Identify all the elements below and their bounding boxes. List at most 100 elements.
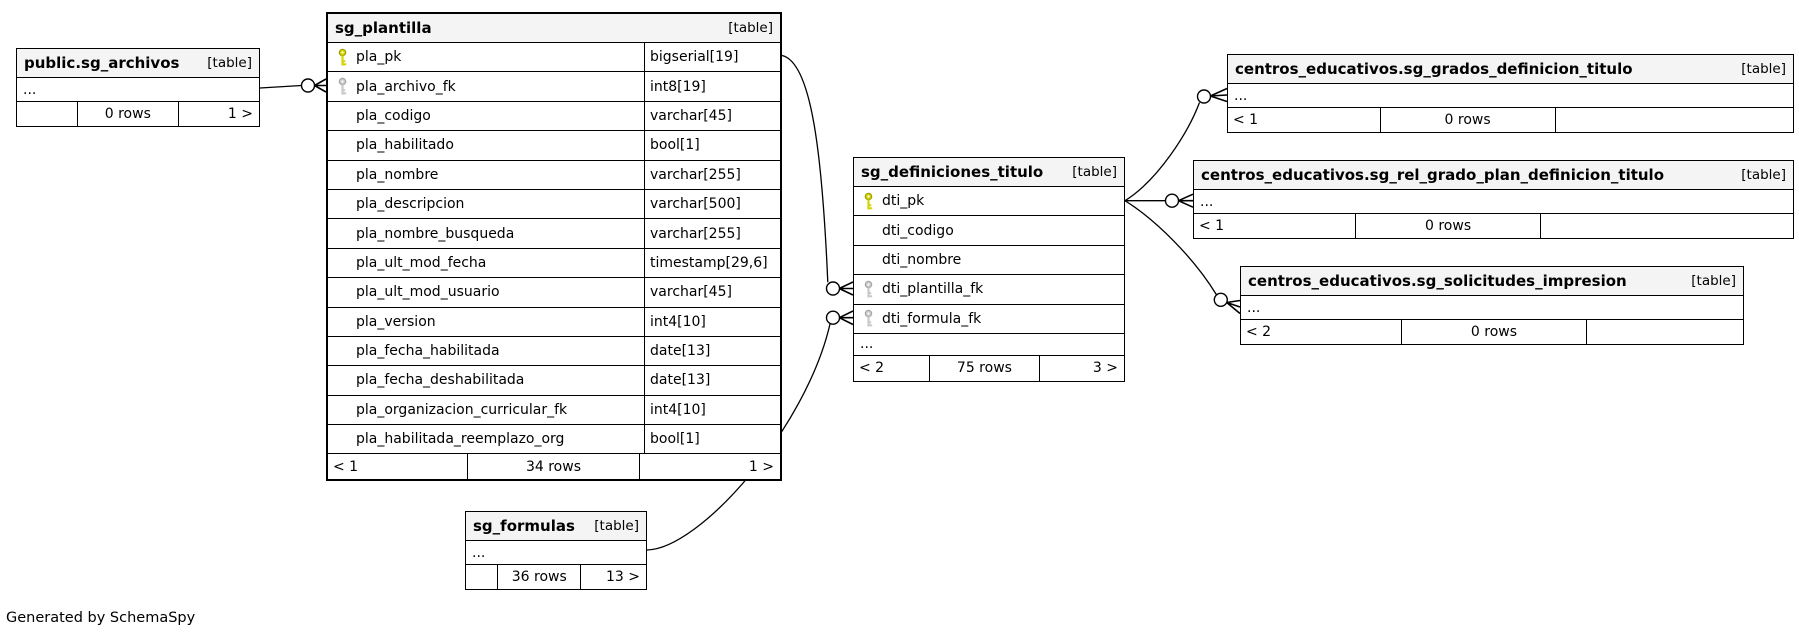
fk-key-icon: [860, 280, 877, 299]
db-table-sg_definiciones_titulo[interactable]: sg_definiciones_titulo [table] dti_pk dt…: [853, 157, 1125, 382]
db-table-grados_definicion_titulo[interactable]: centros_educativos.sg_grados_definicion_…: [1227, 54, 1794, 133]
table-name: centros_educativos.sg_grados_definicion_…: [1235, 60, 1633, 78]
zero-circle-marker: [1164, 193, 1180, 208]
zero-circle-marker: [825, 310, 841, 325]
collapsed-columns-row: ...: [1228, 84, 1793, 108]
column-name: dti_formula_fk: [882, 310, 982, 327]
column-name: pla_fecha_habilitada: [356, 343, 500, 360]
db-table-sg_formulas[interactable]: sg_formulas [table] ... 36 rows 13 >: [465, 511, 647, 590]
collapsed-columns-row: ...: [1194, 190, 1793, 214]
footer-prev-link[interactable]: < 1: [1228, 108, 1381, 132]
table-header[interactable]: centros_educativos.sg_grados_definicion_…: [1228, 55, 1793, 84]
column-type: varchar[45]: [644, 278, 780, 307]
crowfoot-marker: [314, 78, 327, 93]
table-tag: [table]: [728, 20, 773, 36]
column-row: dti_pk: [854, 187, 1124, 217]
column-name: pla_ult_mod_fecha: [356, 254, 487, 271]
table-name: sg_plantilla: [335, 19, 432, 37]
column-name: pla_descripcion: [356, 196, 465, 213]
footer-prev-link[interactable]: [17, 102, 78, 126]
column-row: pla_archivo_fk int8[19]: [328, 72, 780, 102]
table-header[interactable]: centros_educativos.sg_rel_grado_plan_def…: [1194, 161, 1793, 190]
db-table-sg_archivos[interactable]: public.sg_archivos [table] ... 0 rows 1 …: [16, 48, 260, 127]
table-header[interactable]: sg_formulas [table]: [466, 512, 646, 541]
footer-next-link[interactable]: [1556, 108, 1793, 132]
footer-prev-link[interactable]: [466, 565, 499, 589]
footer-prev-link[interactable]: < 1: [328, 454, 469, 480]
table-name: public.sg_archivos: [24, 54, 180, 72]
collapsed-columns-row: ...: [17, 78, 259, 102]
footer-rows-count: 34 rows: [468, 454, 640, 480]
relationship-sg_definiciones_titulo-grados_definicion_titulo: [1124, 87, 1228, 202]
column-name: pla_nombre: [356, 166, 439, 183]
column-name: pla_ult_mod_usuario: [356, 284, 500, 301]
table-header[interactable]: public.sg_archivos [table]: [17, 49, 259, 78]
table-header[interactable]: centros_educativos.sg_solicitudes_impres…: [1241, 267, 1743, 296]
crowfoot-marker: [1209, 87, 1228, 103]
table-footer: < 1 0 rows: [1228, 108, 1793, 132]
footer-next-link[interactable]: [1541, 214, 1793, 238]
footer-prev-link[interactable]: < 1: [1194, 214, 1356, 238]
table-header[interactable]: sg_plantilla [table]: [328, 14, 780, 43]
generator-credit: Generated by SchemaSpy: [6, 610, 196, 626]
footer-prev-link[interactable]: < 2: [854, 355, 930, 381]
footer-next-link[interactable]: 1 >: [227, 106, 253, 122]
column-row: pla_ult_mod_usuario varchar[45]: [328, 278, 780, 308]
table-footer: 0 rows 1 >: [17, 102, 259, 126]
relationship-sg_archivos-sg_plantilla: [259, 78, 327, 93]
column-name: pla_codigo: [356, 107, 431, 124]
column-name: dti_codigo: [882, 222, 954, 239]
db-table-rel_grado_plan_definicion_titulo[interactable]: centros_educativos.sg_rel_grado_plan_def…: [1193, 160, 1794, 239]
column-type: int8[19]: [644, 72, 780, 101]
table-tag: [table]: [1741, 167, 1786, 183]
crowfoot-marker: [838, 281, 854, 296]
footer-next-link[interactable]: 13 >: [606, 569, 640, 585]
footer-next-link[interactable]: [1587, 320, 1743, 344]
column-type: varchar[45]: [644, 101, 780, 131]
table-tag: [table]: [1072, 164, 1117, 180]
pk-key-icon: [334, 48, 351, 67]
zero-circle-marker: [1213, 292, 1229, 307]
relationship-sg_plantilla-sg_definiciones_titulo: [781, 54, 854, 296]
column-type: bool[1]: [644, 131, 780, 160]
table-tag: [table]: [1691, 273, 1736, 289]
zero-circle-marker: [1196, 89, 1212, 104]
db-table-solicitudes_impresion[interactable]: centros_educativos.sg_solicitudes_impres…: [1240, 266, 1744, 345]
footer-next-link[interactable]: 1 >: [748, 458, 774, 475]
zero-circle-marker: [825, 281, 841, 296]
column-type: int4[10]: [644, 307, 780, 336]
relationship-line: [1124, 200, 1217, 295]
column-name: dti_pk: [882, 193, 925, 210]
table-name: sg_definiciones_titulo: [861, 163, 1044, 181]
zero-circle-marker: [300, 78, 316, 93]
column-name: pla_archivo_fk: [356, 78, 456, 95]
column-name: pla_fecha_deshabilitada: [356, 372, 525, 389]
column-name: pla_organizacion_curricular_fk: [356, 401, 568, 418]
table-tag: [table]: [1741, 61, 1786, 77]
table-footer: < 1 34 rows 1 >: [328, 454, 780, 480]
collapsed-columns-row: ...: [854, 333, 1124, 356]
column-type: varchar[500]: [644, 189, 780, 219]
footer-rows-count: 36 rows: [498, 565, 582, 589]
footer-rows-count: 75 rows: [930, 355, 1041, 381]
table-footer: < 2 75 rows 3 >: [854, 355, 1124, 381]
table-header[interactable]: sg_definiciones_titulo [table]: [854, 158, 1124, 187]
column-row: dti_plantilla_fk: [854, 275, 1124, 305]
fk-key-icon: [860, 309, 877, 328]
collapsed-columns-row: ...: [466, 541, 646, 565]
relationship-sg_definiciones_titulo-solicitudes_impresion: [1124, 200, 1241, 315]
relationship-sg_definiciones_titulo-rel_grado_plan_definicion_titulo: [1125, 193, 1194, 208]
footer-next-link[interactable]: 3 >: [1092, 360, 1118, 377]
column-name: dti_nombre: [882, 251, 962, 268]
footer-prev-link[interactable]: < 2: [1241, 320, 1402, 344]
column-type: date[13]: [644, 336, 780, 366]
relationship-line: [781, 54, 829, 283]
